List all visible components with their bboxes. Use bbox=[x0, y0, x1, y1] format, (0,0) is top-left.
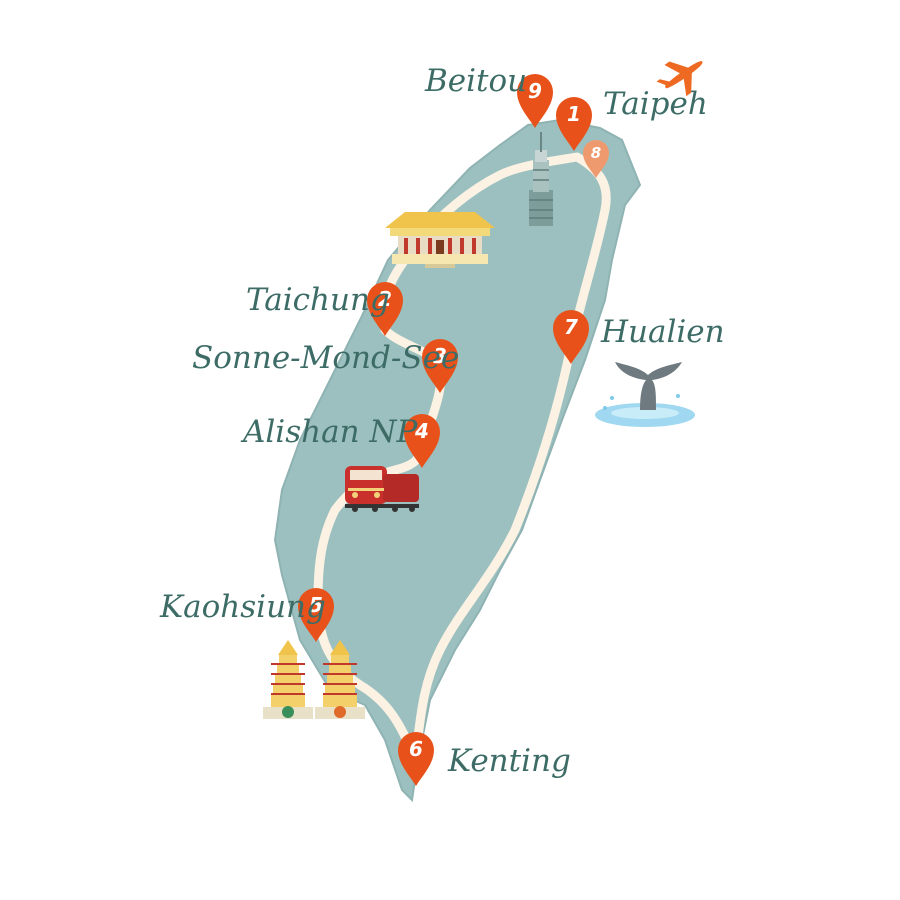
stop-1-number: 1 bbox=[567, 102, 581, 126]
stop-6-number: 6 bbox=[409, 737, 423, 761]
stop-7-marker[interactable]: 7 bbox=[553, 310, 589, 364]
stop-5-marker[interactable]: 5 bbox=[298, 588, 334, 642]
stop-1-marker[interactable]: 1 bbox=[556, 97, 592, 151]
stop-4-marker[interactable]: 4 bbox=[404, 414, 440, 468]
stop-1-label: Taipeh bbox=[603, 86, 708, 122]
stop-6-label: Kenting bbox=[447, 743, 571, 779]
stop-3-marker[interactable]: 3 bbox=[422, 339, 458, 393]
airplane-icon bbox=[656, 61, 703, 97]
temple-icon bbox=[385, 212, 495, 268]
stop-7-number: 7 bbox=[564, 315, 578, 339]
stop-5-label: Kaohsiung bbox=[159, 589, 326, 625]
whale-tail-icon bbox=[595, 362, 695, 427]
stop-9-label: Beitou bbox=[424, 63, 527, 99]
stop-3-label: Sonne-Mond-See bbox=[192, 340, 459, 376]
twin-pagodas-icon bbox=[263, 640, 365, 719]
stops-layer: 9 Beitou 1 Taipeh 8 2 Taichung 3 Sonne-M… bbox=[159, 63, 725, 786]
stop-4-number: 4 bbox=[414, 419, 429, 443]
stop-8-marker[interactable]: 8 bbox=[583, 140, 609, 178]
stop-2-marker[interactable]: 2 bbox=[367, 282, 403, 336]
stop-9-number: 9 bbox=[528, 79, 542, 103]
stop-7-label: Hualien bbox=[600, 314, 725, 350]
taipei-101-tower-icon bbox=[529, 132, 553, 226]
stop-9-marker[interactable]: 9 bbox=[517, 74, 553, 128]
stop-4-label: Alishan NP bbox=[240, 414, 419, 450]
stop-5-number: 5 bbox=[309, 593, 323, 617]
stop-6-marker[interactable]: 6 bbox=[398, 732, 434, 786]
stop-3-number: 3 bbox=[433, 344, 447, 368]
stop-2-number: 2 bbox=[378, 287, 392, 311]
train-icon bbox=[345, 466, 419, 512]
stop-8-number: 8 bbox=[591, 144, 601, 162]
stop-2-label: Taichung bbox=[246, 282, 390, 318]
